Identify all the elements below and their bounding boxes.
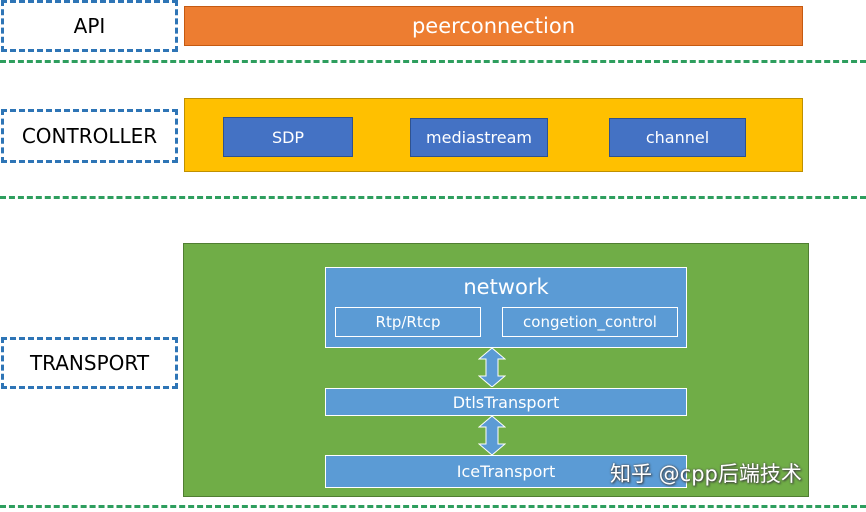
- network-title-text: network: [463, 275, 549, 299]
- channel-module-label: channel: [645, 128, 710, 147]
- separator-line-3: [0, 505, 866, 508]
- sdp-module-label: SDP: [271, 127, 305, 147]
- watermark-label: 知乎 @cpp后端技术: [610, 462, 802, 486]
- peerconnection-label: peerconnection: [411, 14, 576, 38]
- transport-layer-label: TRANSPORT: [1, 337, 178, 389]
- dtls-transport-bar: DtlsTransport: [325, 388, 687, 416]
- controller-layer-label: CONTROLLER: [1, 109, 178, 163]
- controller-layer-label-text: CONTROLLER: [21, 124, 158, 148]
- channel-module: channel: [609, 118, 746, 157]
- double-arrow-icon: [478, 348, 506, 387]
- mediastream-module-label: mediastream: [426, 128, 532, 147]
- peerconnection-bar: peerconnection: [184, 6, 803, 46]
- separator-line-1: [0, 60, 866, 63]
- congestion-control-label: congetion_control: [523, 313, 657, 331]
- separator-line-2: [0, 196, 866, 199]
- sdp-module: SDP: [223, 117, 353, 157]
- ice-transport-bar: IceTransport: [325, 455, 687, 488]
- api-layer-label: API: [1, 0, 178, 52]
- ice-transport-label: IceTransport: [456, 462, 556, 481]
- transport-layer-label-text: TRANSPORT: [29, 351, 150, 375]
- network-title: network: [325, 272, 687, 302]
- api-layer-label-text: API: [73, 14, 106, 38]
- watermark-text: 知乎 @cpp后端技术: [610, 458, 802, 488]
- dtls-transport-label: DtlsTransport: [452, 392, 560, 412]
- congestion-control-box: congetion_control: [502, 307, 678, 337]
- mediastream-module: mediastream: [410, 118, 548, 157]
- double-arrow-icon: [478, 416, 506, 455]
- rtp-rtcp-label: Rtp/Rtcp: [375, 313, 441, 331]
- rtp-rtcp-box: Rtp/Rtcp: [335, 307, 481, 337]
